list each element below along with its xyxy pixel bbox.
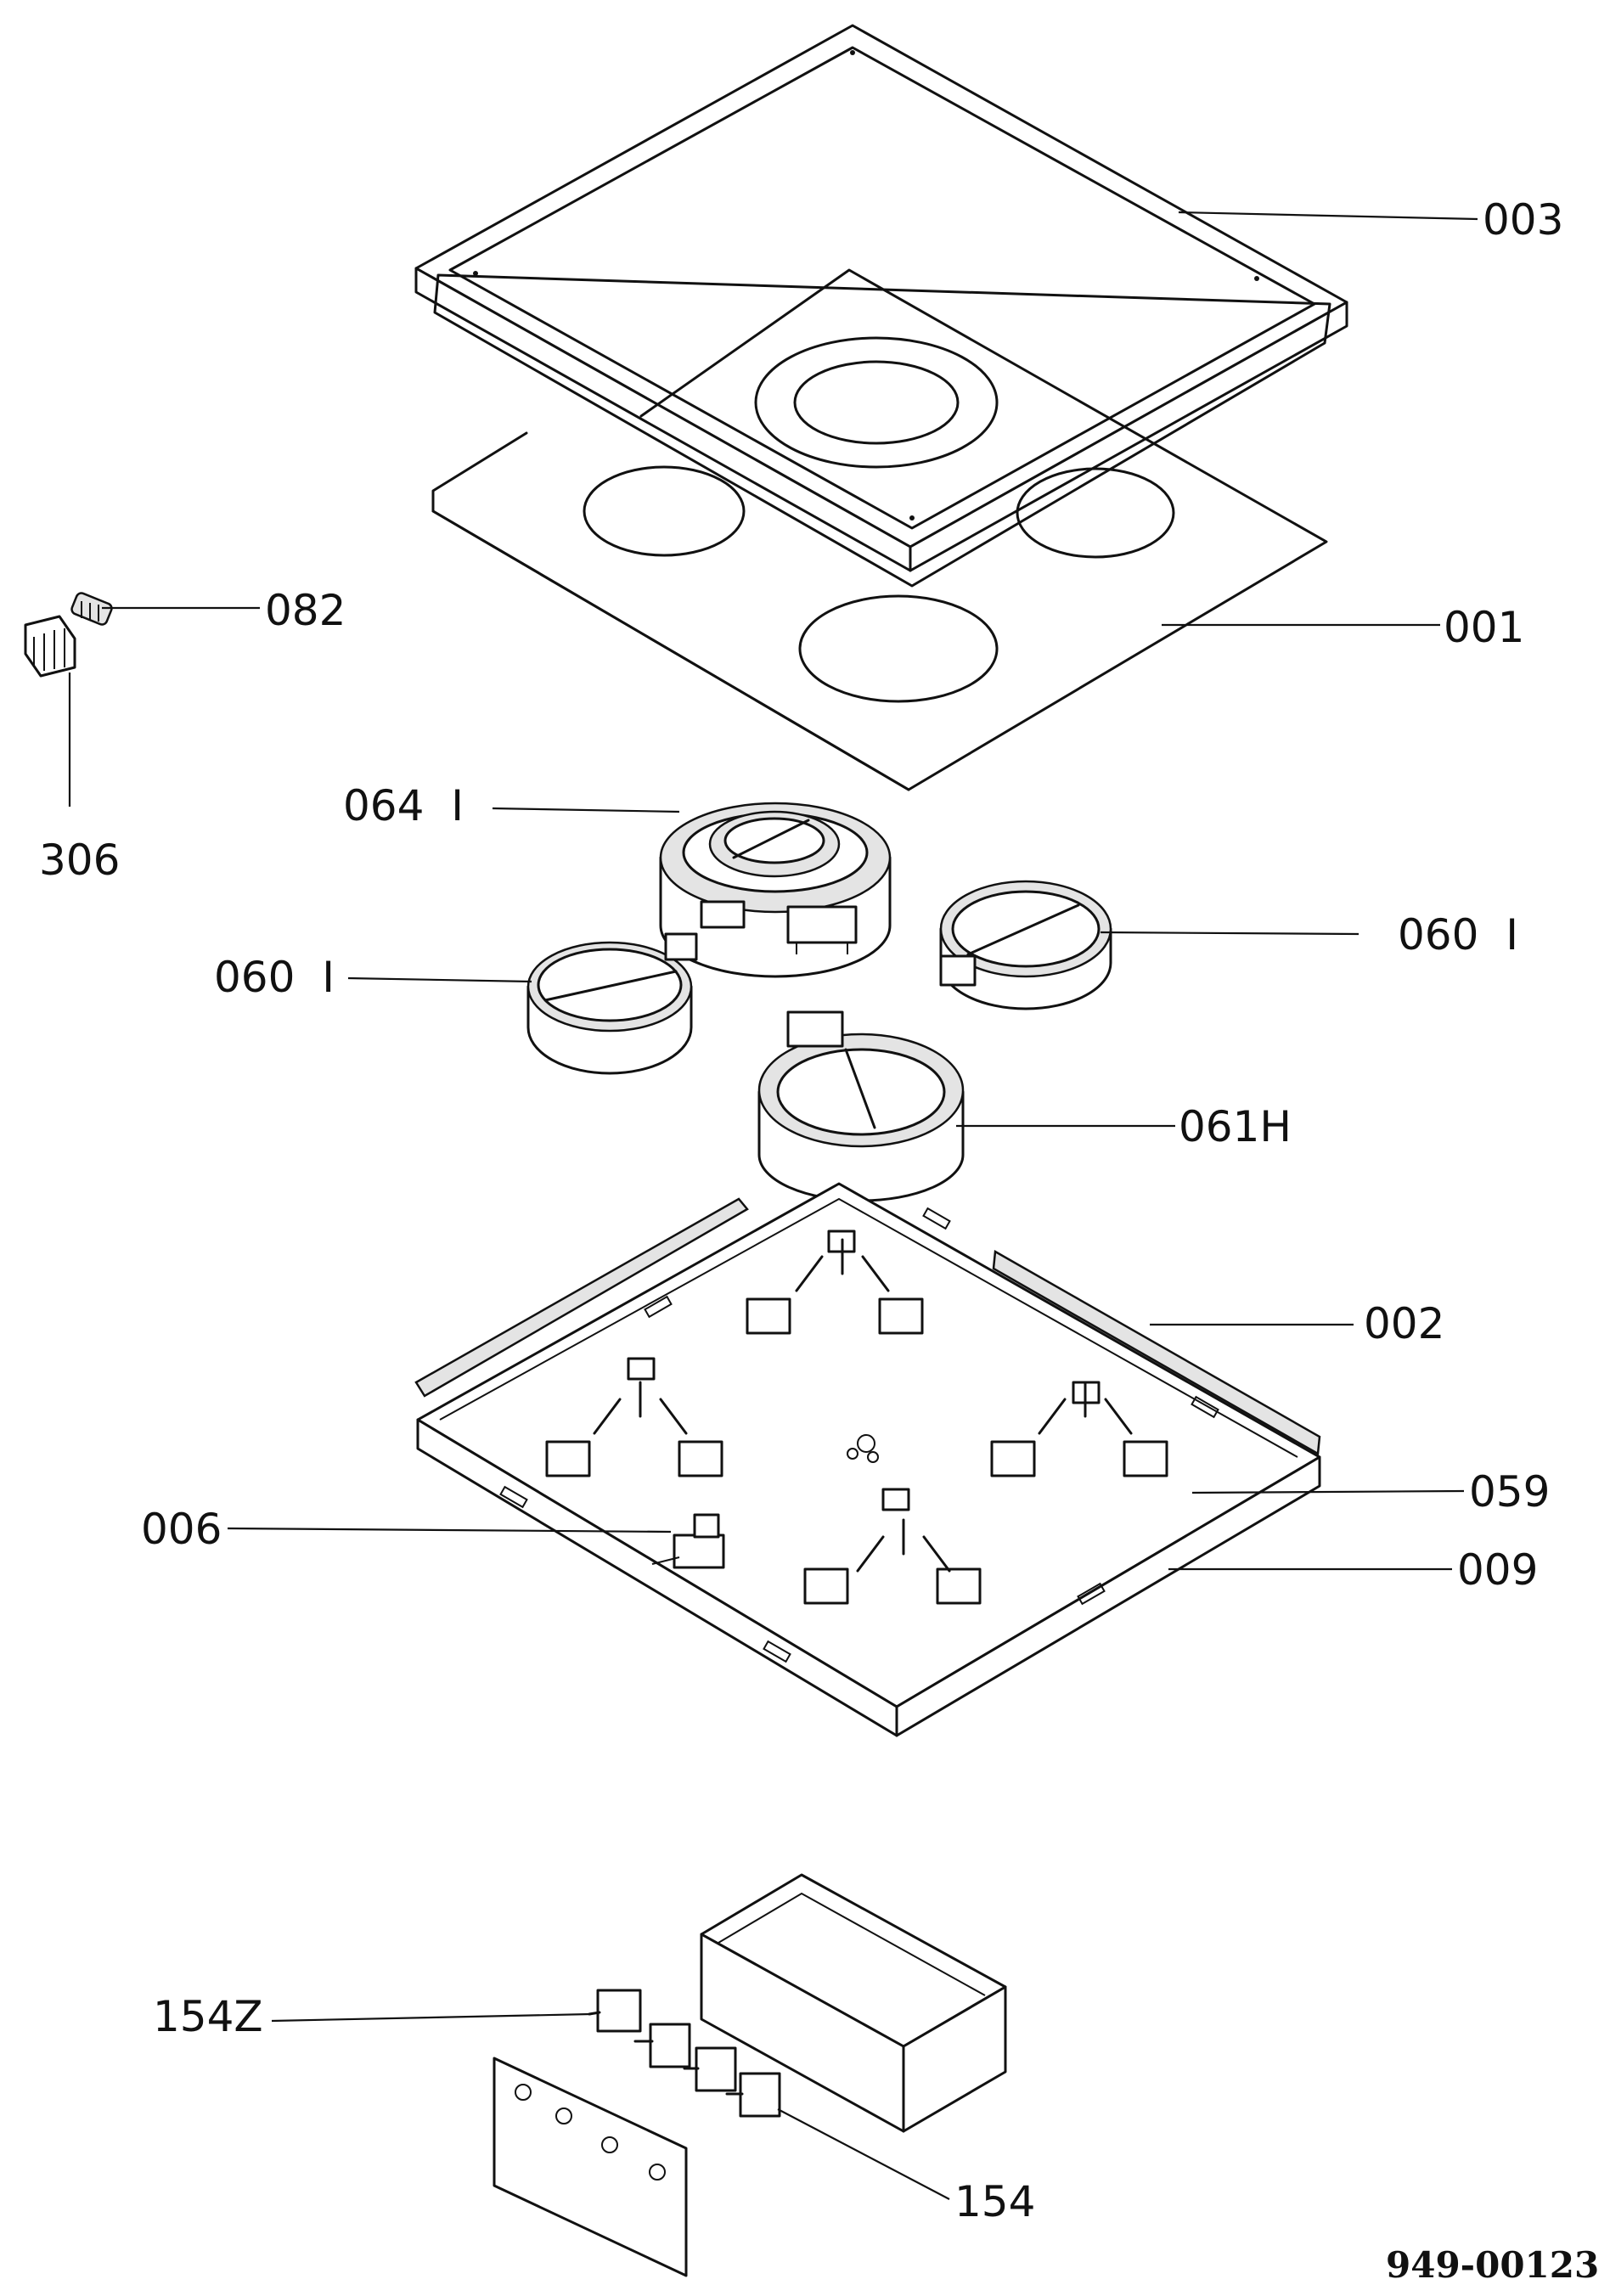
part-control-panel	[493, 2057, 688, 2277]
part-001-glass-top	[431, 268, 1328, 791]
part-059-brackets	[545, 1230, 1168, 1605]
leader-lines	[68, 211, 1478, 2200]
label-002: 002	[1364, 1299, 1444, 1348]
part-009-tray	[416, 1182, 1321, 1737]
label-061h: 061H	[1179, 1102, 1292, 1151]
part-064-dual-element	[659, 802, 892, 978]
label-082: 082	[265, 586, 346, 635]
label-154z: 154Z	[153, 1992, 263, 2041]
part-060-right-element	[939, 880, 1112, 1010]
part-002-rails	[414, 1197, 1321, 1456]
label-064: 064 I	[343, 781, 464, 830]
label-009: 009	[1457, 1545, 1538, 1595]
label-060-right: 060 I	[1398, 910, 1518, 959]
part-006-switch	[651, 1513, 725, 1569]
part-154-switches	[588, 1989, 781, 2118]
label-001: 001	[1444, 603, 1524, 652]
part-306-terminal	[24, 615, 76, 678]
label-006: 006	[141, 1505, 222, 1554]
part-060-left-element	[526, 932, 698, 1075]
part-control-box	[700, 1873, 1007, 2133]
part-003-frame	[414, 24, 1348, 588]
part-labels: 003 001 082 306 064 I 060 I 060 I 061H 0…	[39, 195, 1599, 2286]
label-059: 059	[1469, 1467, 1550, 1517]
label-154: 154	[954, 2177, 1035, 2226]
label-003: 003	[1483, 195, 1563, 245]
document-number: 949-00123	[1386, 2244, 1599, 2286]
part-061h-element	[757, 1010, 965, 1202]
part-082-clip	[70, 592, 113, 626]
label-306: 306	[39, 836, 120, 885]
label-060-left: 060 I	[214, 953, 335, 1002]
